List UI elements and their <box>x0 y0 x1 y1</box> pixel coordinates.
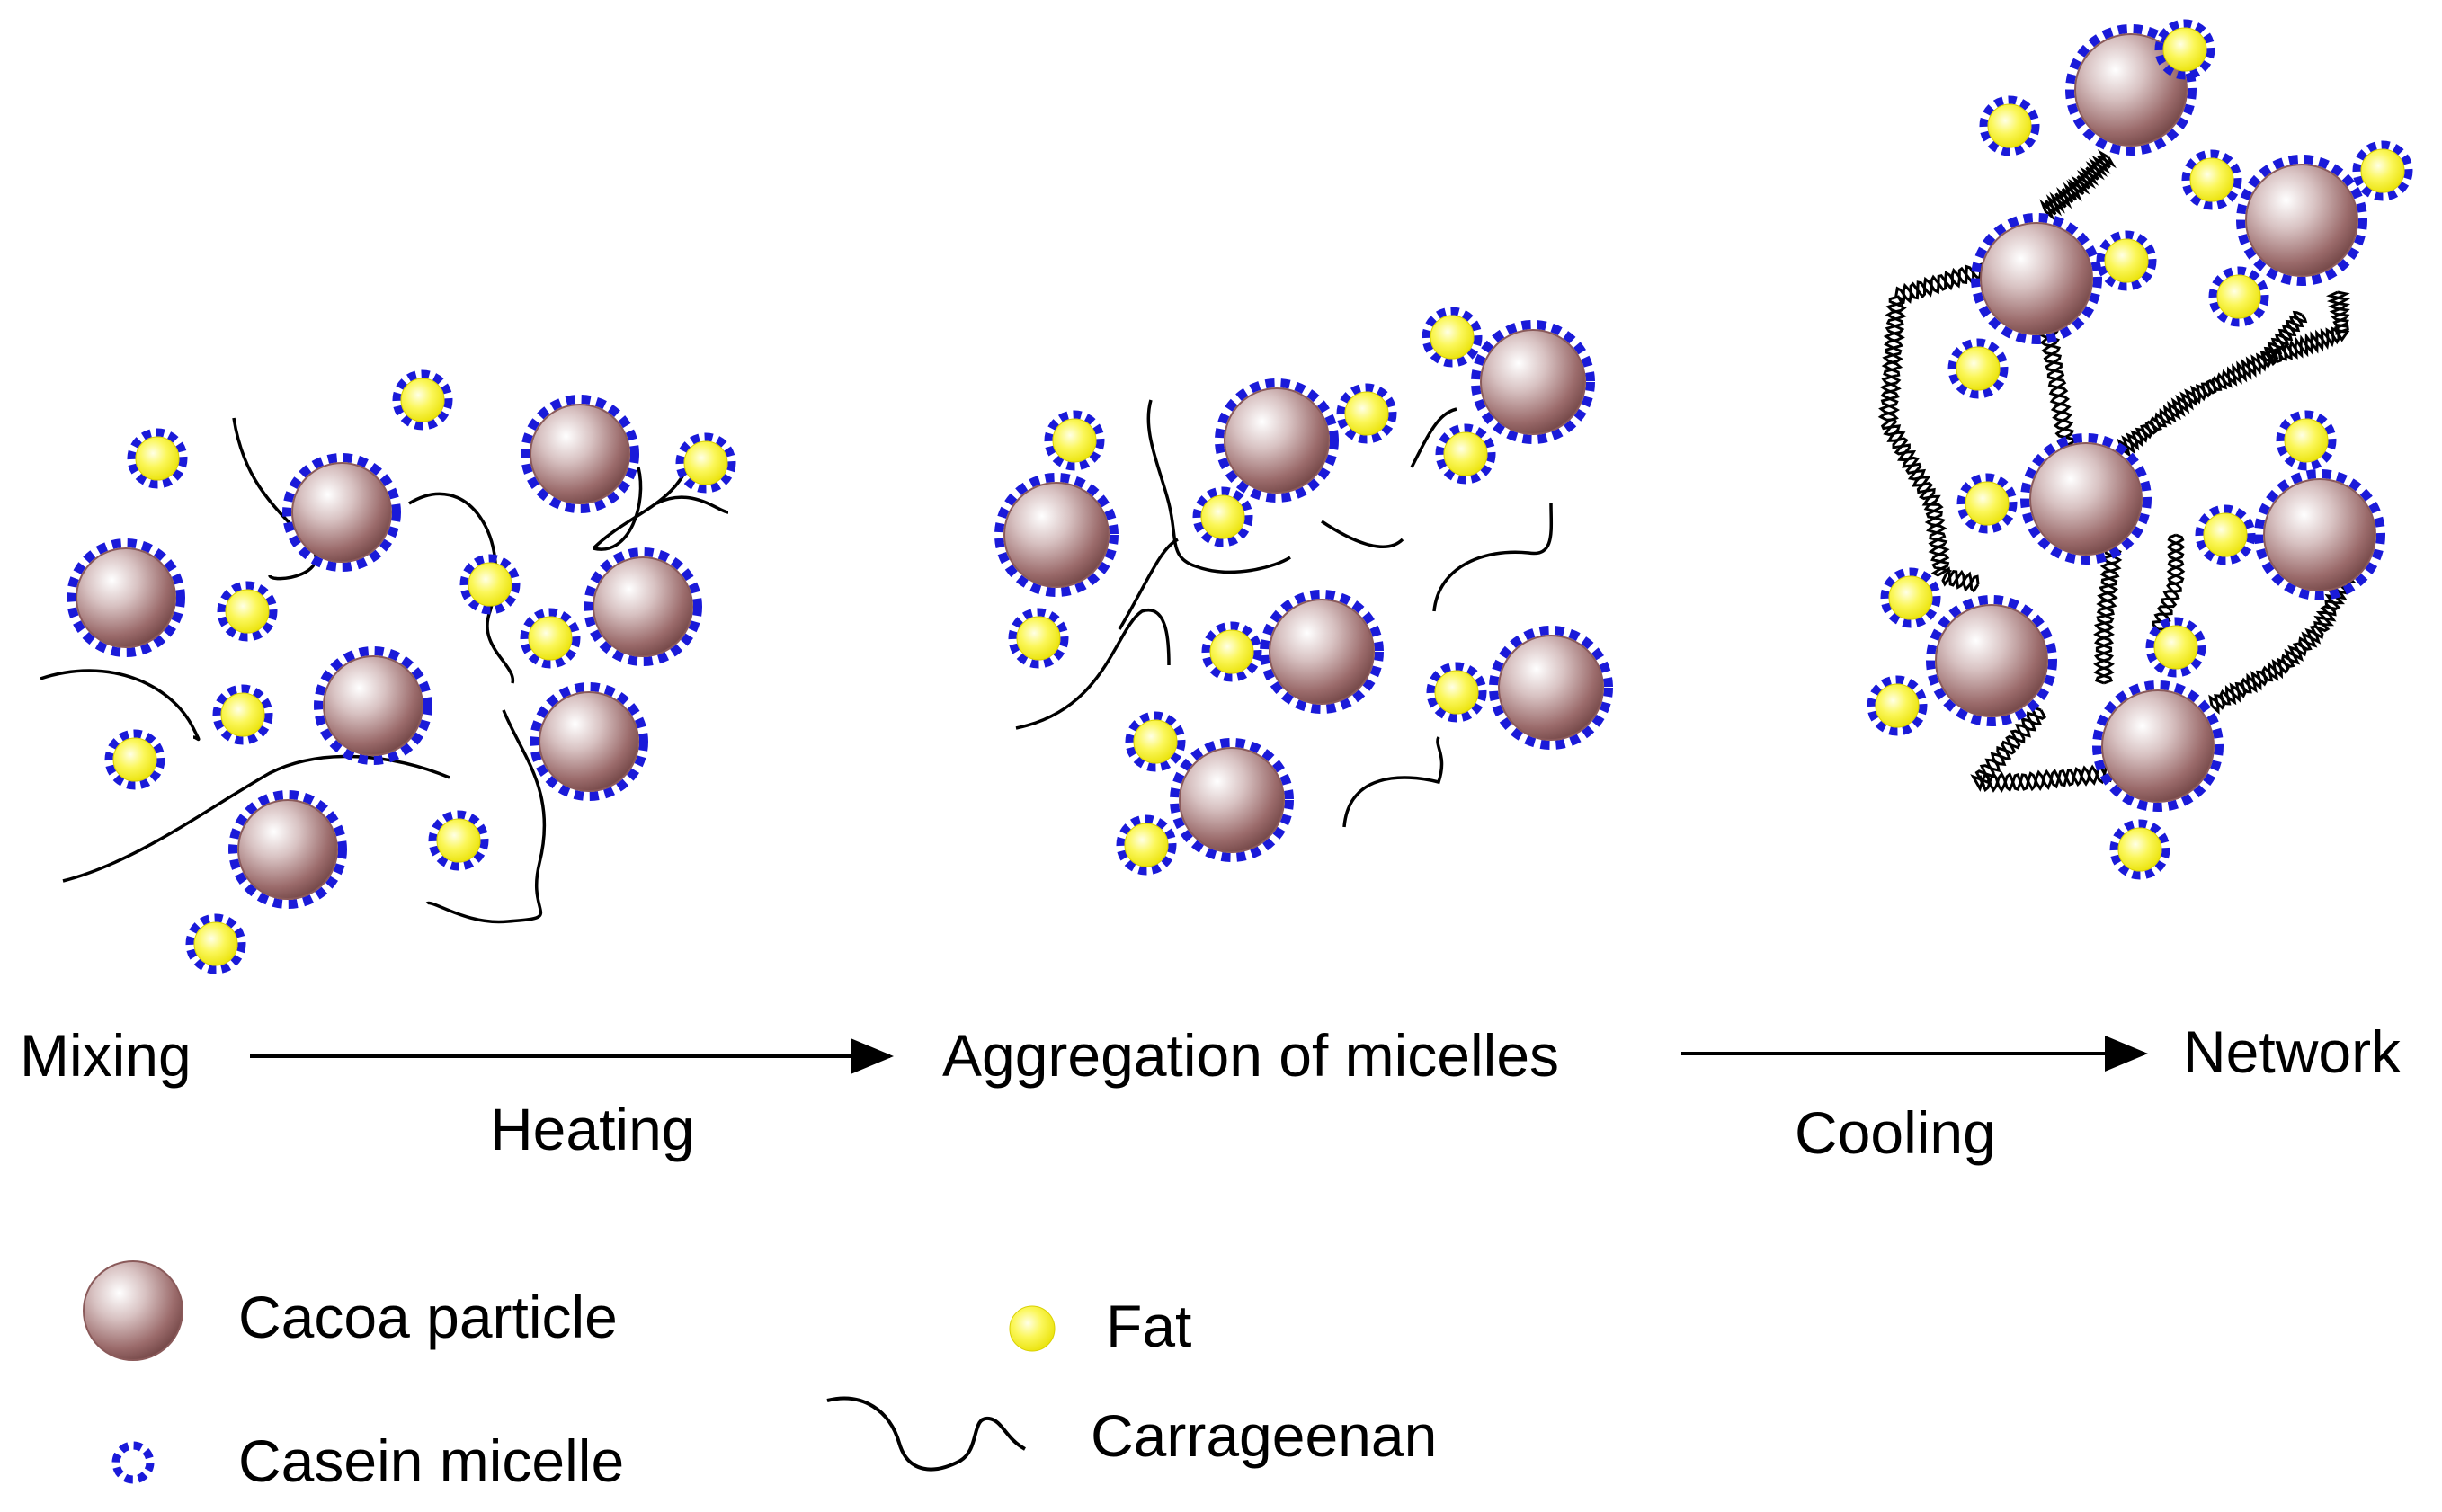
cocoa-particle <box>228 790 347 909</box>
cocoa-particle <box>584 547 702 666</box>
fat-globule <box>1336 383 1397 444</box>
cocoa-particle <box>1926 595 2057 726</box>
fat-globule <box>2276 410 2337 471</box>
cocoa-particle <box>2254 469 2385 600</box>
fat-globule <box>2352 140 2413 201</box>
carrageenan-strand <box>425 709 547 924</box>
cocoa-particle <box>1489 626 1613 750</box>
fat-globule <box>1947 338 2009 399</box>
fat-globule <box>459 554 521 615</box>
process-label-cooling: Cooling <box>1795 1099 1996 1166</box>
cocoa-particle <box>521 395 639 513</box>
aggregation-scene <box>994 307 1613 876</box>
fat-globule <box>2195 504 2256 565</box>
fat-globule <box>212 684 273 745</box>
fat-globule <box>1979 95 2040 156</box>
cocoa-particle <box>2236 155 2367 286</box>
carrageenan-strand <box>1118 538 1179 630</box>
carrageenan-strand <box>1015 608 1171 730</box>
legend-casein-micelle-symbol <box>111 1441 155 1484</box>
cocoa-particle <box>2020 433 2152 565</box>
process-label-heating: Heating <box>490 1096 695 1162</box>
fat-globule <box>1125 711 1186 772</box>
legend-fat-symbol <box>1009 1305 1056 1352</box>
fat-globule <box>185 913 246 974</box>
legend: Cacoa particle Casein micelle Fat Carrag… <box>83 1260 1437 1494</box>
legend-carrageenan-symbol <box>826 1396 1027 1472</box>
cocoa-particle <box>2092 680 2224 812</box>
fat-globule <box>1201 621 1262 682</box>
fat-globule <box>104 729 165 790</box>
carrageenan-strand <box>1432 503 1554 612</box>
carrageenan-helix <box>2093 547 2123 685</box>
legend-label-casein-micelle: Casein micelle <box>238 1428 624 1494</box>
cocoa-particle <box>1471 320 1595 444</box>
fat-globule <box>392 369 453 431</box>
cocoa-particle <box>994 473 1119 597</box>
fat-globule <box>1435 423 1496 485</box>
carrageenan-helix <box>2208 572 2357 715</box>
fat-globule <box>2096 230 2157 291</box>
fat-globule <box>2109 819 2170 880</box>
carrageenan-helix <box>2039 149 2117 221</box>
fat-globule <box>675 432 736 494</box>
cocoa-particle <box>1215 378 1339 503</box>
fat-globule <box>1044 410 1105 471</box>
cocoa-particle <box>1170 738 1294 862</box>
carrageenan-strand <box>593 467 643 551</box>
carrageenan-strand <box>1342 736 1444 828</box>
carrageenan-strand <box>40 669 201 742</box>
fat-globule <box>1116 814 1177 876</box>
cocoa-particle <box>282 453 401 572</box>
carrageenan-helix <box>2152 533 2186 631</box>
fat-globule <box>1867 675 1928 736</box>
stage-label-aggregation: Aggregation of micelles <box>942 1022 1559 1089</box>
legend-label-cocoa-particle: Cacoa particle <box>238 1284 618 1350</box>
fat-globule <box>1422 307 1483 368</box>
legend-label-fat: Fat <box>1106 1293 1191 1359</box>
cocoa-particle <box>67 538 185 657</box>
cocoa-particle <box>1971 213 2102 344</box>
fat-globule <box>217 581 278 642</box>
network-scene <box>1867 19 2413 880</box>
fat-globule <box>127 428 188 489</box>
carrageenan-strand <box>655 495 729 514</box>
fat-globule <box>1426 662 1487 723</box>
cocoa-particle <box>1260 590 1384 714</box>
fat-globule <box>2181 149 2242 210</box>
fat-globule <box>520 608 581 669</box>
fat-globule <box>1880 567 1941 628</box>
stage-label-network: Network <box>2183 1018 2402 1085</box>
fat-globule <box>1956 473 2018 534</box>
fat-globule <box>2154 19 2215 80</box>
stage-label-mixing: Mixing <box>20 1022 192 1089</box>
legend-label-carrageenan: Carrageenan <box>1091 1402 1437 1469</box>
fat-globule <box>2145 617 2206 678</box>
fat-globule <box>428 810 489 871</box>
fat-globule <box>1192 486 1253 547</box>
fat-globule <box>2208 266 2269 327</box>
carrageenan-strand <box>1410 407 1457 468</box>
cocoa-particle <box>314 646 432 765</box>
cocoa-particle <box>530 682 648 801</box>
fat-globule <box>1008 608 1069 669</box>
carrageenan-strand <box>1321 520 1404 548</box>
carrageenan-helix <box>2117 290 2351 458</box>
legend-cocoa-particle-symbol <box>83 1260 183 1361</box>
carrageenan-helix <box>2259 310 2308 364</box>
mixing-scene <box>40 369 736 974</box>
